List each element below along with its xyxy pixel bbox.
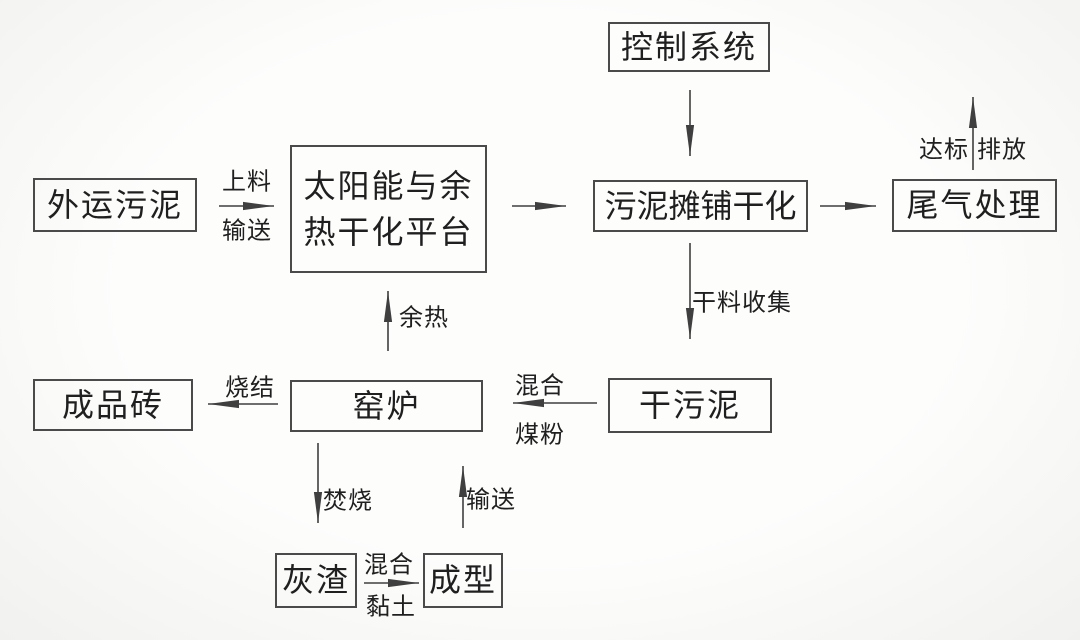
node-solar-platform: 太阳能与余 热干化平台 xyxy=(290,145,487,273)
edge-label-mix-clay-line2: 黏土 xyxy=(366,594,416,621)
node-kiln-label: 窑炉 xyxy=(352,387,421,424)
node-sludge-spreading: 污泥摊铺干化 xyxy=(593,180,808,232)
node-tail-gas-treatment-label: 尾气处理 xyxy=(906,187,1043,224)
edge-label-waste-heat: 余热 xyxy=(399,305,449,332)
node-tail-gas-treatment: 尾气处理 xyxy=(892,179,1057,232)
node-finished-brick-label: 成品砖 xyxy=(61,386,164,423)
edge-label-standard-discharge-left: 达标 xyxy=(919,137,969,164)
node-ash-residue: 灰渣 xyxy=(275,553,357,608)
edge-label-incineration: 焚烧 xyxy=(323,488,373,515)
node-dry-sludge-label: 干污泥 xyxy=(638,387,741,424)
edge-label-conveying: 输送 xyxy=(466,487,516,514)
edge-label-mix-coal-line1: 混合 xyxy=(515,373,565,400)
node-ash-residue-label: 灰渣 xyxy=(281,562,350,599)
node-forming: 成型 xyxy=(423,553,503,608)
node-dry-sludge: 干污泥 xyxy=(608,378,772,433)
edge-label-dry-material-collection: 干料收集 xyxy=(692,290,792,317)
edge-label-mix-clay-line1: 混合 xyxy=(364,552,414,579)
node-solar-platform-line1: 太阳能与余 xyxy=(303,167,474,204)
node-control-system: 控制系统 xyxy=(608,22,770,72)
node-external-sludge-label: 外运污泥 xyxy=(46,186,183,223)
node-kiln: 窑炉 xyxy=(290,380,483,432)
edge-label-loading-line1: 上料 xyxy=(222,169,272,196)
edge-label-mix-coal-line2: 煤粉 xyxy=(515,422,565,449)
edge-label-sintering: 烧结 xyxy=(225,375,275,402)
node-solar-platform-line2: 热干化平台 xyxy=(303,214,474,250)
node-finished-brick: 成品砖 xyxy=(33,379,193,431)
node-external-sludge: 外运污泥 xyxy=(33,178,197,232)
node-forming-label: 成型 xyxy=(428,562,497,599)
edge-label-standard-discharge-right: 排放 xyxy=(977,137,1027,164)
node-control-system-label: 控制系统 xyxy=(620,28,757,65)
node-sludge-spreading-label: 污泥摊铺干化 xyxy=(604,187,797,224)
edge-label-loading-line2: 输送 xyxy=(222,218,272,245)
